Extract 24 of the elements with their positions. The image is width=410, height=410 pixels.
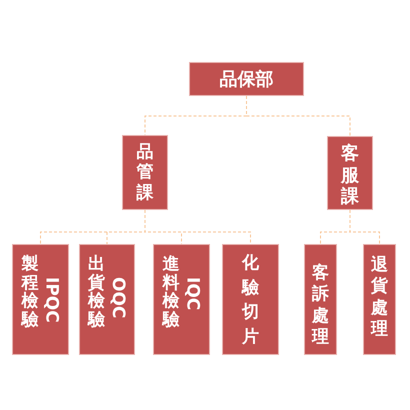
org-box — [222, 244, 279, 355]
connector-line — [144, 210, 251, 244]
org-box — [153, 244, 210, 355]
node-label: 退貨處理 — [371, 255, 388, 340]
node-label: 品管課 — [136, 142, 154, 204]
org-box — [327, 136, 373, 210]
node-label: IPQC — [42, 277, 60, 323]
org-box — [363, 244, 396, 355]
org-box — [304, 244, 337, 355]
node-label: 客訴處理 — [312, 263, 329, 348]
org-box — [12, 244, 69, 355]
org-box — [79, 244, 135, 355]
node-label: 客服課 — [341, 143, 359, 208]
node-label: 出貨檢驗 — [88, 255, 105, 330]
org-box — [122, 135, 168, 210]
org-box — [189, 62, 304, 96]
connector-line — [350, 210, 380, 244]
connector-line — [246, 96, 350, 136]
node-label: IQC — [184, 277, 200, 310]
node-label: 製程檢驗 — [22, 255, 38, 330]
node-label: 化驗切片 — [242, 252, 259, 349]
node-label: 進料檢驗 — [162, 255, 180, 330]
node-label: 品保部 — [220, 68, 274, 91]
node-label: OQC — [109, 277, 126, 318]
